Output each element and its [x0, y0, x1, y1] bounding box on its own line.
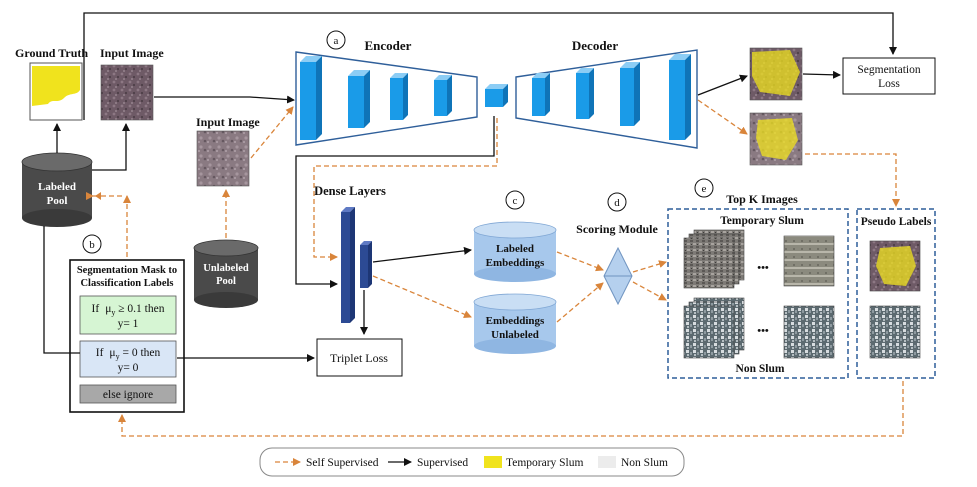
temporary-slum-label: Temporary Slum	[720, 215, 804, 227]
mask-box-title: Segmentation Mask to	[77, 265, 177, 276]
labeled-pool-label-2: Pool	[47, 195, 68, 207]
legend-supervised: Supervised	[417, 457, 468, 469]
labeled-embeddings-label-2: Embeddings	[486, 257, 545, 269]
rule-negative-box	[79, 340, 177, 378]
unlabeled-pool-label: Unlabeled	[203, 263, 249, 274]
unlabeled-pool-label-2: Pool	[216, 276, 236, 287]
marker-b: b	[82, 234, 102, 254]
unlabeled-pool-cylinder: Unlabeled Pool	[193, 239, 259, 308]
self-supervised-arrows	[93, 99, 904, 437]
scoring-module-label: Scoring Module	[576, 222, 658, 236]
triplet-loss-box	[316, 338, 403, 377]
top-k-dashed-box	[667, 208, 849, 379]
rule-negative-result: y= 0	[118, 362, 139, 374]
legend-non-slum: Non Slum	[621, 457, 668, 469]
unlabeled-embeddings-label: Embeddings	[486, 315, 545, 327]
rule-positive-result: y= 1	[118, 318, 139, 330]
dense-block-large	[341, 207, 355, 323]
supervised-arrows	[43, 12, 897, 362]
input-image-unlabeled	[196, 130, 250, 187]
pseudo-label-slum-image	[869, 240, 921, 292]
decoder-trapezoid	[515, 49, 698, 149]
svg-text:a: a	[334, 35, 339, 47]
labeled-pool-label: Labeled	[38, 181, 76, 193]
decoder-block-1	[532, 73, 550, 116]
unlabeled-embeddings-label-2: Unlabeled	[491, 329, 539, 341]
encoder-block-3	[390, 73, 408, 120]
legend-temporary-slum: Temporary Slum	[506, 457, 584, 469]
legend-temporary-slum-swatch	[484, 456, 502, 468]
segmentation-loss-box	[842, 57, 936, 95]
rule-ignore-label: else ignore	[103, 389, 153, 401]
decoder-block-4	[669, 54, 691, 140]
encoder-label: Encoder	[365, 38, 412, 53]
legend-non-slum-swatch	[598, 456, 616, 468]
decoder-label: Decoder	[572, 38, 618, 53]
temporary-slum-image-stack	[683, 229, 745, 289]
segmentation-loss-label: Segmentation	[857, 64, 920, 76]
predicted-mask-image	[749, 47, 803, 101]
labeled-embeddings-cylinder: Labeled Embeddings	[473, 221, 557, 282]
marker-a: a	[326, 30, 346, 50]
encoder-trapezoid	[295, 51, 478, 146]
svg-text:b: b	[89, 239, 95, 251]
temporary-slum-dots: •••	[757, 262, 769, 274]
svg-text:d: d	[614, 197, 620, 209]
bottleneck-block	[485, 84, 508, 107]
marker-c: c	[505, 190, 525, 210]
ground-truth-label: Ground Truth	[15, 46, 88, 60]
triplet-loss-label: Triplet Loss	[330, 351, 388, 365]
legend: Self Supervised Supervised Temporary Slu…	[259, 447, 685, 477]
labeled-pool-cylinder: Labeled Pool	[21, 152, 93, 227]
unlabeled-embeddings-cylinder: Embeddings Unlabeled	[473, 293, 557, 354]
input-image-label-1: Input Image	[100, 46, 164, 60]
pseudo-labels-label: Pseudo Labels	[861, 216, 932, 228]
input-image-label-2: Input Image	[196, 115, 260, 129]
decoder-block-3	[620, 62, 640, 126]
encoder-block-2	[348, 70, 370, 128]
non-slum-image-stack	[683, 297, 745, 359]
decoder-block-2	[576, 68, 594, 119]
non-slum-label: Non Slum	[736, 363, 785, 375]
rule-ignore-box	[79, 384, 177, 404]
pseudo-labels-dashed-box	[856, 208, 936, 379]
input-image-labeled	[100, 64, 154, 121]
segmentation-loss-label-2: Loss	[878, 78, 900, 90]
dense-layers-label: Dense Layers	[314, 184, 386, 198]
non-slum-image-last	[783, 305, 835, 359]
temporary-slum-image-last	[783, 235, 835, 287]
non-slum-dots: •••	[757, 325, 769, 337]
labeled-pool-feedback-arrowhead	[95, 192, 101, 200]
marker-e: e	[694, 178, 714, 198]
encoder-block-4	[434, 75, 452, 116]
mask-box-title-2: Classification Labels	[80, 278, 173, 289]
pseudo-label-non-slum-image	[869, 305, 921, 359]
svg-text:c: c	[513, 195, 518, 207]
top-k-images-label: Top K Images	[726, 192, 798, 206]
rule-positive-box	[79, 295, 177, 335]
labeled-embeddings-label: Labeled	[496, 243, 534, 255]
pseudo-mask-image	[749, 112, 803, 166]
dense-block-small	[360, 241, 372, 288]
scoring-module-diamond	[603, 246, 633, 306]
svg-text:e: e	[702, 183, 707, 195]
encoder-block-1	[300, 56, 322, 140]
marker-d: d	[607, 192, 627, 212]
ground-truth-image	[29, 62, 83, 121]
legend-self-supervised: Self Supervised	[306, 457, 379, 469]
